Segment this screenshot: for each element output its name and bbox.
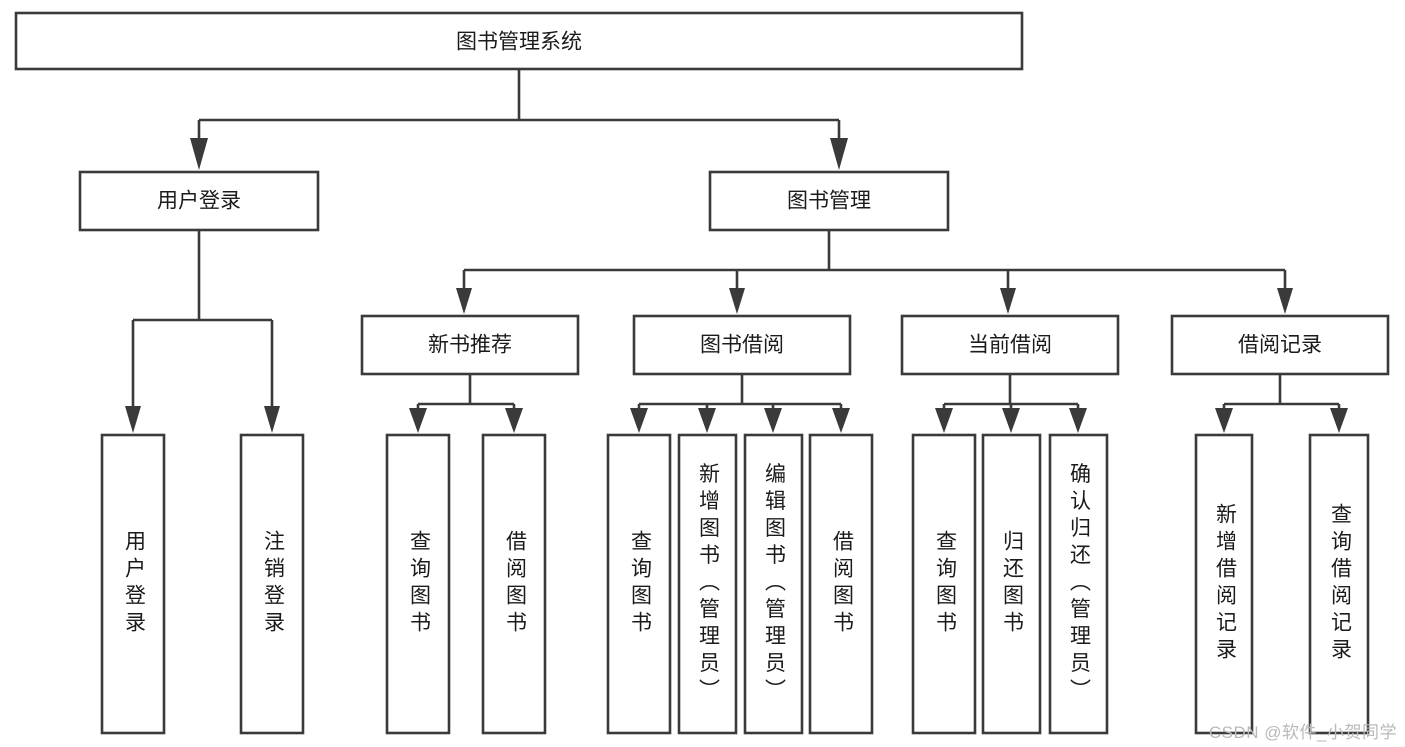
root-node-label: 图书管理系统 [456, 31, 582, 54]
leaf-add-book-admin[interactable]: 新增图书（管理员） [677, 433, 738, 735]
node-user-login-box[interactable] [78, 170, 320, 232]
arrowhead-leaf-logout [264, 406, 280, 433]
arrowhead-book-mgmt [830, 138, 848, 170]
leaf-return-book-box[interactable] [981, 433, 1042, 735]
leaf-query-book-current-label: 查询图书 [933, 530, 957, 638]
node-new-book-recommend-label: 新书推荐 [428, 334, 512, 357]
arrowhead-newbook [456, 288, 472, 314]
leaf-query-book-recommend-label: 查询图书 [407, 530, 431, 638]
node-book-management-label: 图书管理 [787, 190, 871, 213]
leaf-edit-book-admin[interactable]: 编辑图书（管理员） [743, 433, 804, 735]
node-book-borrow[interactable]: 图书借阅 [632, 314, 852, 376]
leaf-query-book-borrow-box[interactable] [606, 433, 672, 735]
node-borrow-record[interactable]: 借阅记录 [1170, 314, 1390, 376]
node-user-login-label: 用户登录 [157, 190, 241, 213]
arrowhead-borrow [729, 288, 745, 314]
leaf-query-borrow-record[interactable]: 查询借阅记录 [1308, 433, 1370, 735]
arrowhead-leaf-query-book-borrow [630, 408, 648, 433]
node-new-book-recommend[interactable]: 新书推荐 [360, 314, 580, 376]
leaf-edit-book-admin-box[interactable] [743, 433, 804, 735]
leaf-query-book-current[interactable]: 查询图书 [911, 433, 977, 735]
node-new-book-recommend-box[interactable] [360, 314, 580, 376]
arrowhead-leaf-query-record [1330, 408, 1348, 433]
arrowhead-record [1277, 288, 1293, 314]
node-book-borrow-label: 图书借阅 [700, 334, 784, 357]
leaf-logout-label: 注销登录 [261, 530, 285, 638]
leaf-return-book[interactable]: 归还图书 [981, 433, 1042, 735]
leaf-add-borrow-record-box[interactable] [1194, 433, 1254, 735]
leaf-add-book-admin-box[interactable] [677, 433, 738, 735]
leaf-add-borrow-record-label: 新增借阅记录 [1213, 503, 1237, 665]
leaf-query-book-current-box[interactable] [911, 433, 977, 735]
node-current-borrow-box[interactable] [900, 314, 1120, 376]
leaf-user-login[interactable]: 用户登录 [100, 433, 166, 735]
arrowhead-leaf-add-book [698, 408, 716, 433]
root-node-box[interactable] [14, 11, 1024, 71]
leaf-borrow-book-recommend-box[interactable] [481, 433, 547, 735]
leaf-query-borrow-record-box[interactable] [1308, 433, 1370, 735]
leaf-query-book-recommend-box[interactable] [385, 433, 451, 735]
node-book-management-box[interactable] [708, 170, 950, 232]
node-current-borrow-label: 当前借阅 [968, 334, 1052, 357]
leaf-logout[interactable]: 注销登录 [239, 433, 305, 735]
csdn-watermark: CSDN @软件_小贺同学 [1208, 723, 1397, 742]
leaf-borrow-book-recommend[interactable]: 借阅图书 [481, 433, 547, 735]
arrowhead-leaf-user-login [125, 406, 141, 433]
leaf-query-book-borrow-label: 查询图书 [628, 530, 652, 638]
leaf-query-borrow-record-label: 查询借阅记录 [1328, 503, 1352, 665]
leaf-return-book-label: 归还图书 [1000, 530, 1024, 638]
arrowhead-leaf-return-book [1002, 408, 1020, 433]
node-current-borrow[interactable]: 当前借阅 [900, 314, 1120, 376]
leaf-add-borrow-record[interactable]: 新增借阅记录 [1194, 433, 1254, 735]
arrowhead-current [1000, 288, 1016, 314]
leaf-add-book-admin-label: 新增图书（管理员） [696, 463, 720, 706]
arrowhead-leaf-add-record [1215, 408, 1233, 433]
leaf-logout-box[interactable] [239, 433, 305, 735]
leaf-confirm-return-admin-label: 确认归还（管理员） [1067, 463, 1091, 706]
arrowhead-leaf-borrow-book [832, 408, 850, 433]
arrowhead-leaf-borrow-book-rec [505, 408, 523, 433]
leaf-borrow-book-label: 借阅图书 [830, 530, 854, 638]
leaf-user-login-box[interactable] [100, 433, 166, 735]
arrowhead-leaf-edit-book [764, 408, 782, 433]
node-borrow-record-label: 借阅记录 [1238, 334, 1322, 357]
leaf-confirm-return-admin-box[interactable] [1048, 433, 1109, 735]
arrowhead-leaf-query-book-current [935, 408, 953, 433]
arrowhead-leaf-confirm-return [1069, 408, 1087, 433]
leaf-borrow-book-box[interactable] [808, 433, 874, 735]
leaf-user-login-label: 用户登录 [122, 530, 146, 638]
leaf-edit-book-admin-label: 编辑图书（管理员） [762, 463, 786, 706]
node-book-management[interactable]: 图书管理 [708, 170, 950, 232]
node-borrow-record-box[interactable] [1170, 314, 1390, 376]
arrowhead-user-login [190, 138, 208, 170]
leaf-query-book-borrow[interactable]: 查询图书 [606, 433, 672, 735]
arrowhead-leaf-query-book-rec [409, 408, 427, 433]
connector-layer [125, 69, 1348, 433]
leaf-confirm-return-admin[interactable]: 确认归还（管理员） [1048, 433, 1109, 735]
node-user-login[interactable]: 用户登录 [78, 170, 320, 232]
leaf-borrow-book[interactable]: 借阅图书 [808, 433, 874, 735]
root-node[interactable]: 图书管理系统 [14, 11, 1024, 71]
node-book-borrow-box[interactable] [632, 314, 852, 376]
leaf-query-book-recommend[interactable]: 查询图书 [385, 433, 451, 735]
leaf-borrow-book-recommend-label: 借阅图书 [503, 530, 527, 638]
